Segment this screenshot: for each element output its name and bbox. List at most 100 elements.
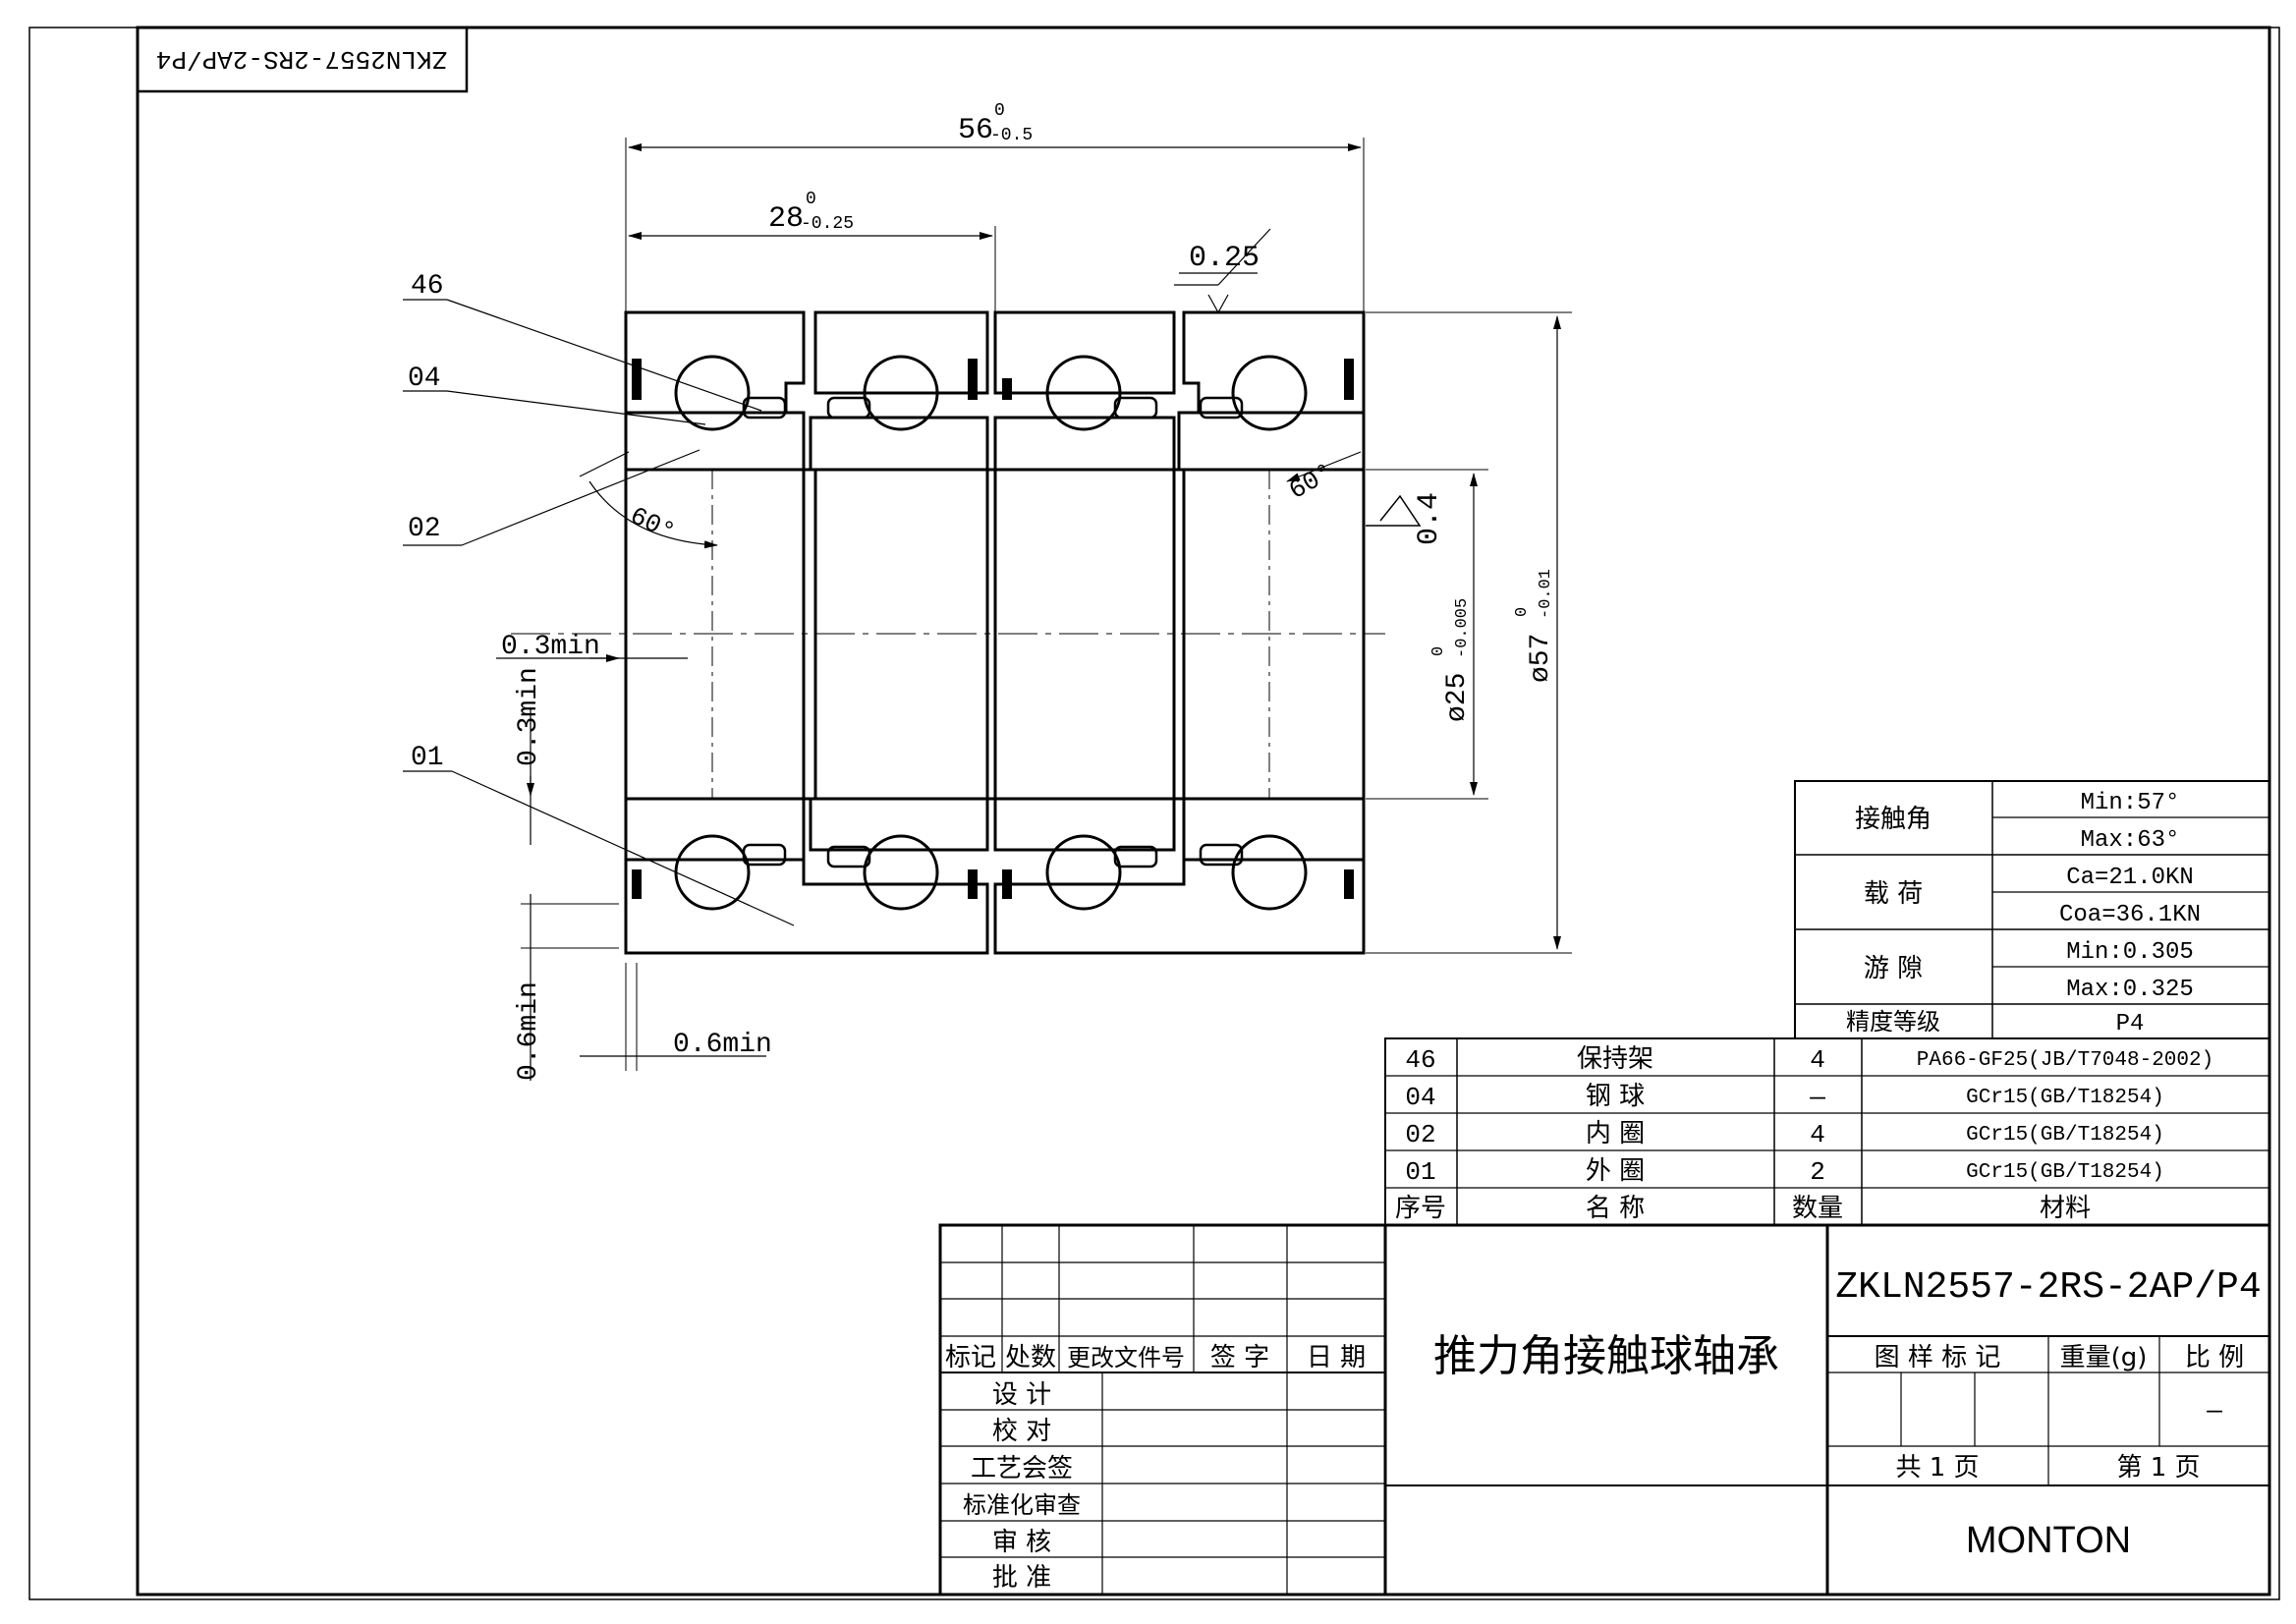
- svg-text:-0.5: -0.5: [990, 126, 1033, 145]
- svg-text:60°: 60°: [626, 501, 680, 547]
- rev-header-docno: 更改文件号: [1067, 1344, 1185, 1372]
- surface-finish-symbol: 0.4: [1366, 492, 1446, 545]
- upper-balls: [674, 355, 1308, 431]
- svg-text:外 圈: 外 圈: [1586, 1156, 1645, 1186]
- approval-review: 审 核: [992, 1528, 1051, 1557]
- spec-load-coa: Coa=36.1KN: [2059, 902, 2201, 928]
- upper-outer-rings: [624, 310, 1366, 415]
- svg-text:PA66-GF25(JB/T7048-2002): PA66-GF25(JB/T7048-2002): [1917, 1049, 2213, 1072]
- spec-label-contact-angle: 接触角: [1855, 805, 1932, 834]
- sheet-number: 第 1 页: [2116, 1453, 2200, 1483]
- spec-load-ca: Ca=21.0KN: [2066, 865, 2194, 891]
- sheets-total: 共 1 页: [1895, 1453, 1979, 1483]
- angle-left: 60°: [579, 451, 718, 549]
- svg-text:GCr15(GB/T18254): GCr15(GB/T18254): [1966, 1087, 2164, 1109]
- svg-text:0.6min: 0.6min: [514, 981, 544, 1081]
- rev-header-mark: 标记: [945, 1343, 996, 1372]
- svg-text:ø57: ø57: [1526, 634, 1556, 683]
- dimension-half-width: 28 0 -0.25: [628, 190, 996, 312]
- svg-text:GCr15(GB/T18254): GCr15(GB/T18254): [1966, 1124, 2164, 1147]
- svg-text:0: 0: [806, 190, 816, 209]
- spec-clearance-max: Max:0.325: [2066, 977, 2194, 1003]
- title-block: [938, 1223, 2271, 1596]
- bearing-section: [511, 310, 1385, 955]
- bore-section: [624, 468, 1366, 801]
- callout-leaders: [403, 299, 795, 926]
- rev-header-count: 处数: [1005, 1343, 1056, 1372]
- spec-contact-angle-min: Min:57°: [2081, 790, 2180, 816]
- svg-text:4: 4: [1810, 1045, 1825, 1075]
- parts-row-01: 01 外 圈 2 GCr15(GB/T18254): [1405, 1156, 2163, 1187]
- svg-text:0: 0: [994, 101, 1005, 121]
- svg-text:0.3min: 0.3min: [514, 667, 544, 766]
- svg-text:0: 0: [1429, 646, 1448, 656]
- dimension-bore: ø25 0 -0.005: [1366, 469, 1488, 800]
- approval-process: 工艺会签: [971, 1454, 1073, 1484]
- mark-header: 图 样 标 记: [1875, 1343, 2001, 1372]
- svg-text:ø25: ø25: [1442, 673, 1473, 722]
- angle-right: 60°: [1284, 451, 1362, 506]
- svg-text:01: 01: [1405, 1157, 1435, 1187]
- svg-text:-0.005: -0.005: [1453, 598, 1472, 658]
- callout-02: 02: [408, 514, 441, 544]
- scale-header: 比 例: [2185, 1343, 2244, 1372]
- dimension-outer-diameter: ø57 0 -0.01: [1366, 311, 1572, 954]
- svg-text:04: 04: [1405, 1083, 1435, 1112]
- svg-text:0.25: 0.25: [1189, 242, 1260, 275]
- svg-text:—: —: [1809, 1083, 1825, 1112]
- chamfer-bottom-dims: 0.6min 0.6min: [514, 894, 772, 1081]
- svg-text:内 圈: 内 圈: [1586, 1119, 1645, 1148]
- svg-text:-0.25: -0.25: [801, 214, 854, 234]
- svg-text:28: 28: [768, 202, 804, 236]
- svg-text:序号: 序号: [1395, 1194, 1446, 1223]
- rev-header-signature: 签 字: [1210, 1343, 1269, 1372]
- svg-text:56: 56: [958, 114, 993, 147]
- svg-text:材料: 材料: [2040, 1194, 2091, 1223]
- lower-balls: [674, 834, 1308, 911]
- callout-01: 01: [411, 743, 444, 773]
- approval-approve: 批 准: [992, 1563, 1051, 1593]
- svg-text:名 称: 名 称: [1586, 1194, 1645, 1223]
- dimension-overall-width: 56 0 -0.5: [625, 101, 1365, 312]
- svg-text:保持架: 保持架: [1577, 1044, 1653, 1074]
- svg-text:0.3min: 0.3min: [501, 632, 600, 662]
- spec-label-load: 载 荷: [1864, 879, 1923, 909]
- company-name: MONTON: [1966, 1520, 2131, 1561]
- mirrored-title-text: ZKLN2557-2RS-2AP/P4: [156, 44, 447, 74]
- part-number: ZKLN2557-2RS-2AP/P4: [1835, 1266, 2261, 1309]
- lower-inner-rings: [624, 797, 1366, 862]
- upper-cages: [632, 359, 1354, 420]
- svg-text:2: 2: [1810, 1157, 1825, 1187]
- approval-standard: 标准化审查: [963, 1491, 1081, 1519]
- spec-precision-value: P4: [2116, 1011, 2145, 1037]
- svg-text:数量: 数量: [1792, 1194, 1843, 1223]
- svg-text:0: 0: [1513, 607, 1532, 617]
- svg-text:0.6min: 0.6min: [673, 1030, 772, 1060]
- mirrored-title-box: ZKLN2557-2RS-2AP/P4: [136, 26, 469, 93]
- parts-row-46: 46 保持架 4 PA66-GF25(JB/T7048-2002): [1405, 1044, 2213, 1075]
- parts-header: 序号 名 称 数量 材料: [1395, 1194, 2091, 1223]
- spec-contact-angle-max: Max:63°: [2081, 827, 2180, 854]
- callout-46: 46: [411, 271, 444, 302]
- approval-design: 设 计: [992, 1380, 1051, 1410]
- lower-cages: [632, 843, 1354, 899]
- rev-header-date: 日 期: [1307, 1343, 1366, 1372]
- svg-text:钢 球: 钢 球: [1586, 1082, 1645, 1111]
- lower-outer-rings: [624, 858, 1366, 955]
- spec-label-precision: 精度等级: [1846, 1008, 1940, 1036]
- svg-text:-0.01: -0.01: [1537, 569, 1555, 619]
- svg-text:4: 4: [1810, 1120, 1825, 1149]
- approval-check: 校 对: [992, 1417, 1051, 1446]
- svg-text:46: 46: [1405, 1045, 1435, 1075]
- product-name: 推力角接触球轴承: [1433, 1331, 1779, 1381]
- scale-value: —: [2206, 1396, 2222, 1426]
- spec-clearance-min: Min:0.305: [2066, 939, 2194, 966]
- weight-header: 重量(g): [2060, 1343, 2148, 1372]
- dimension-groove: 0.25: [1174, 228, 1271, 314]
- callout-04: 04: [408, 364, 441, 394]
- svg-text:0.4: 0.4: [1413, 492, 1446, 545]
- svg-text:02: 02: [1405, 1120, 1435, 1149]
- chamfer-top-dims: 0.3min 0.3min: [496, 632, 688, 845]
- svg-text:GCr15(GB/T18254): GCr15(GB/T18254): [1966, 1161, 2164, 1184]
